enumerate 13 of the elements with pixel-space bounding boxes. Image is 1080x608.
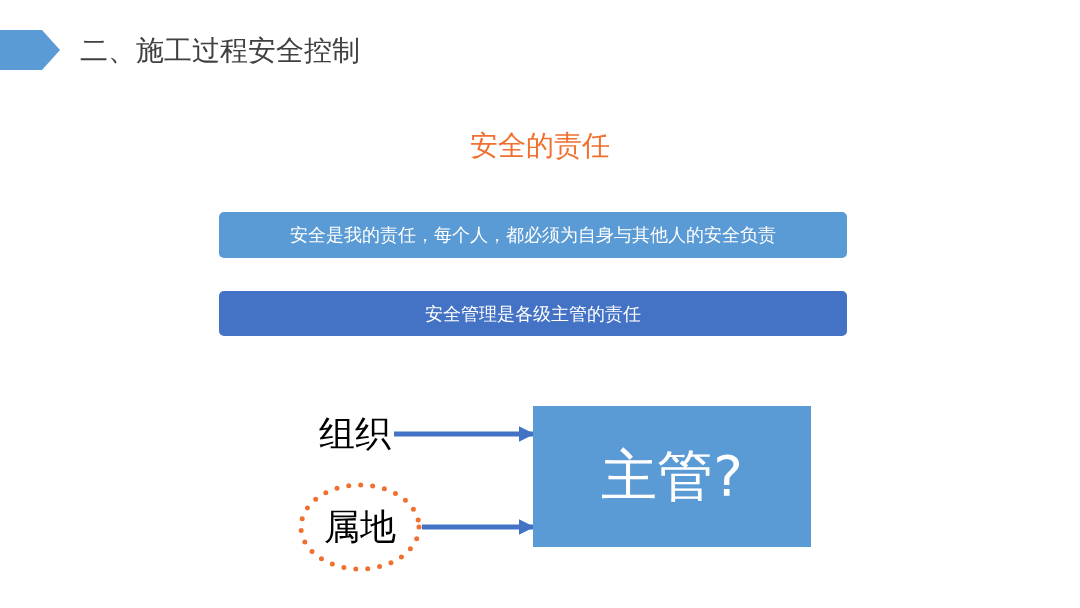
banner-text: 安全是我的责任，每个人，都必须为自身与其他人的安全负责 (290, 223, 776, 247)
dotted-ellipse (298, 482, 422, 572)
highlight-box (533, 406, 811, 547)
label-text: 属地 (324, 504, 396, 549)
banner-bar (219, 212, 847, 258)
banner-text: 安全管理是各级主管的责任 (425, 301, 641, 326)
arrow (394, 426, 535, 442)
section-heading: 安全的责任 (469, 128, 611, 164)
slide-title: 二、施工过程安全控制 (80, 33, 360, 69)
arrow (422, 519, 535, 535)
box-text: 主管? (601, 441, 743, 510)
banner-bar (219, 291, 847, 336)
label-text: 组织 (319, 411, 391, 456)
